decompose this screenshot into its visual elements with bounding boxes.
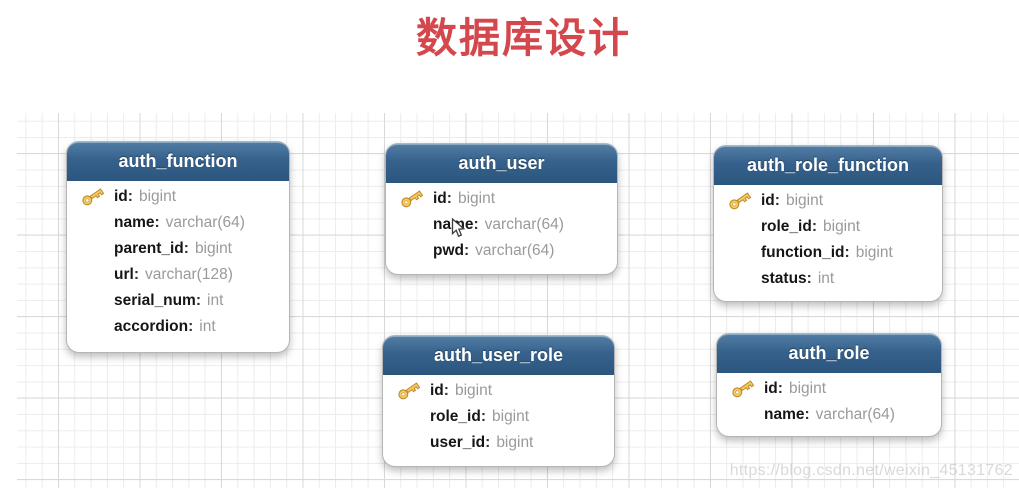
table-title-bar[interactable]: auth_function — [67, 142, 289, 181]
field-name: accordion — [114, 318, 193, 336]
field-row-id[interactable]: id bigint — [717, 376, 941, 402]
field-type: int — [199, 318, 216, 335]
field-type: varchar(128) — [144, 266, 233, 283]
table-field-list: id bigint name varchar(64) parent_id bigint ur… — [67, 181, 289, 340]
field-name: role_id — [761, 218, 817, 236]
field-row-serial_num[interactable]: serial_num int — [67, 288, 289, 314]
field-name: parent_id — [114, 240, 189, 258]
field-row-parent_id[interactable]: parent_id bigint — [67, 236, 289, 262]
primary-key-cell — [397, 381, 430, 401]
field-row-pwd[interactable]: pwd varchar(64) — [386, 238, 617, 264]
table-title: auth_user — [458, 153, 545, 173]
field-type: varchar(64) — [165, 214, 245, 231]
field-row-user_id[interactable]: user_id bigint — [383, 430, 614, 456]
field-name: id — [433, 190, 452, 208]
field-name: serial_num — [114, 292, 201, 310]
field-name: function_id — [761, 244, 850, 262]
field-row-name[interactable]: name varchar(64) — [386, 212, 617, 238]
field-type: bigint — [194, 240, 232, 257]
entity-table-auth_user[interactable]: auth_user id bigint name varchar(64) pwdvarc… — [385, 143, 618, 275]
field-name: name — [114, 214, 160, 232]
primary-key-cell — [731, 379, 764, 399]
table-title: auth_role — [788, 343, 870, 363]
entity-table-auth_role_function[interactable]: auth_role_function idbigintrole_idbigint… — [713, 145, 943, 302]
field-type: bigint — [138, 188, 177, 205]
field-name: user_id — [430, 434, 490, 452]
table-field-list: id bigint name varchar(64) pwd varchar(64) — [386, 183, 617, 264]
table-title: auth_user_role — [433, 345, 564, 365]
field-name: id — [114, 188, 133, 206]
page-title: 数据库设计 — [416, 15, 631, 61]
field-name: status — [761, 270, 812, 288]
table-title: auth_role_function — [746, 155, 909, 175]
field-row-id[interactable]: id bigint — [383, 378, 614, 404]
field-row-role_id[interactable]: role_id bigint — [714, 214, 942, 240]
field-type: bigint — [785, 192, 824, 209]
field-row-name[interactable]: name varchar(64) — [717, 402, 941, 428]
field-type: varchar(64) — [475, 242, 555, 259]
key-icon — [732, 380, 755, 398]
field-name: pwd — [433, 242, 469, 260]
field-type: bigint — [496, 434, 534, 451]
field-name: id — [764, 380, 783, 398]
field-name: url — [114, 266, 139, 284]
field-row-role_id[interactable]: role_id bigint — [383, 404, 614, 430]
field-name: name — [764, 406, 810, 424]
primary-key-cell — [81, 187, 114, 207]
key-icon — [729, 192, 752, 210]
entity-table-auth_user_role[interactable]: auth_user_role idbigintrole_idbigintuser… — [382, 335, 615, 467]
field-name: id — [761, 192, 780, 210]
field-row-function_id[interactable]: function_id bigint — [714, 240, 942, 266]
primary-key-cell — [400, 189, 433, 209]
field-type: int — [817, 270, 835, 287]
field-type: bigint — [788, 380, 827, 397]
table-field-list: idbigintrole_idbigintuser_idbigint — [383, 375, 614, 456]
table-field-list: id bigint name varchar(64) — [717, 373, 941, 428]
field-type: int — [207, 292, 224, 309]
table-title: auth_function — [118, 151, 238, 171]
primary-key-cell — [728, 191, 761, 211]
field-type: bigint — [457, 190, 496, 207]
field-name: name — [433, 216, 479, 234]
key-icon — [398, 382, 421, 400]
field-type: bigint — [855, 244, 893, 261]
field-name: id — [430, 382, 449, 400]
field-row-name[interactable]: name varchar(64) — [67, 210, 289, 236]
field-row-accordion[interactable]: accordion int — [67, 314, 289, 340]
field-name: role_id — [430, 408, 486, 426]
table-title-bar[interactable]: auth_role_function — [714, 146, 942, 185]
table-title-bar[interactable]: auth_user — [386, 144, 617, 183]
field-type: bigint — [823, 218, 861, 235]
entity-table-auth_function[interactable]: auth_function id bigint name varchar(64) par… — [66, 141, 290, 353]
key-icon — [401, 190, 424, 208]
watermark-url: https://blog.csdn.net/weixin_45131762 — [729, 462, 1013, 479]
field-type: varchar(64) — [484, 216, 564, 233]
field-row-id[interactable]: id bigint — [386, 186, 617, 212]
key-icon — [82, 188, 105, 206]
field-row-id[interactable]: id bigint — [67, 184, 289, 210]
field-row-url[interactable]: url varchar(128) — [67, 262, 289, 288]
field-type: varchar(64) — [815, 406, 895, 423]
field-row-status[interactable]: status int — [714, 266, 942, 292]
table-title-bar[interactable]: auth_role — [717, 334, 941, 373]
table-field-list: idbigintrole_idbigintfunction_idbigintst… — [714, 185, 942, 292]
field-type: bigint — [454, 382, 493, 399]
table-title-bar[interactable]: auth_user_role — [383, 336, 614, 375]
field-row-id[interactable]: id bigint — [714, 188, 942, 214]
field-type: bigint — [492, 408, 530, 425]
entity-table-auth_role[interactable]: auth_role id bigint name varchar(64) — [716, 333, 942, 437]
